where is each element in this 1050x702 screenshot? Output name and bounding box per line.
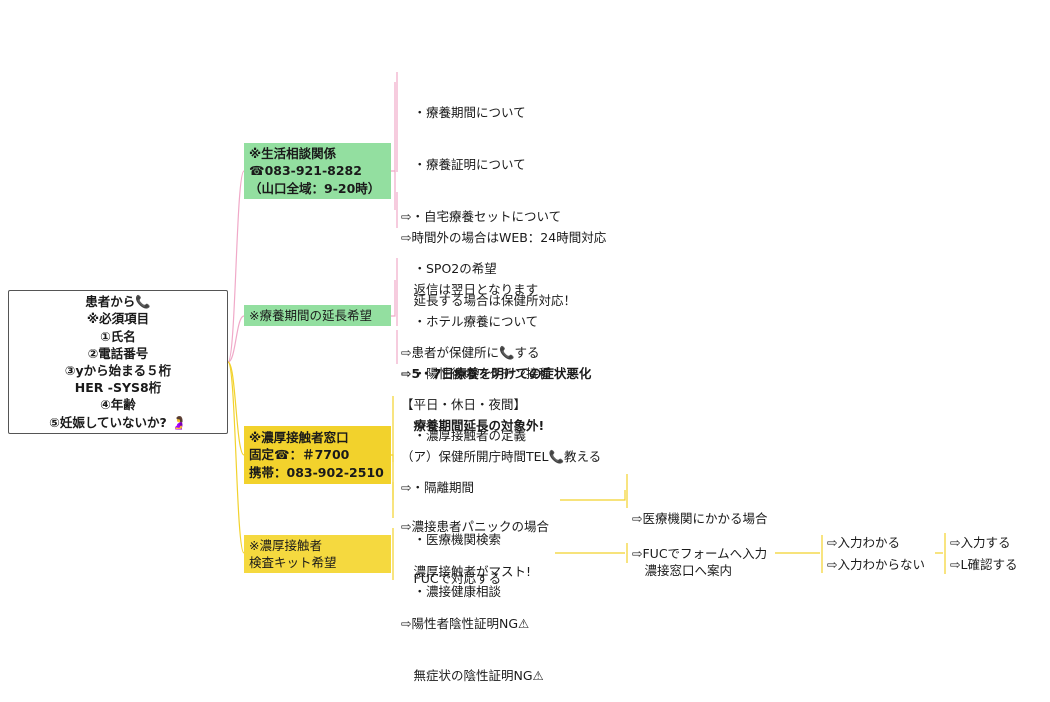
contact-box-mobile: 携帯：083-902-2510 xyxy=(249,464,384,480)
contact-medical-node: ⇨医療機関にかかる場合 濃接窓口へ案内 xyxy=(632,475,767,597)
life-box-hours: （山口全域：9-20時） xyxy=(249,180,381,196)
contact-box-title: ※濃厚接触者窓口 xyxy=(249,429,349,445)
panic-line: ⇨濃接患者パニックの場合 xyxy=(401,518,549,534)
life-topic-item: ・療養証明について xyxy=(401,157,526,173)
kit-box-line: ※濃厚接触者 xyxy=(249,537,322,553)
medical-line: 濃接窓口へ案内 xyxy=(632,563,733,579)
root-to-contact-connector xyxy=(227,361,245,456)
contact-topic-item: ・医療機関検索 xyxy=(401,532,502,548)
kit-requirement-line: ⇨陽性者陰性証明NG⚠ xyxy=(401,616,530,632)
life-consultation-box: ※生活相談関係 ☎083-921-8282 （山口全域：9-20時） xyxy=(244,143,391,199)
extension-info-line: （ア）保健所開庁時間TEL📞教える xyxy=(401,449,602,465)
contact-topic-item: ⇨・隔離期間 xyxy=(401,480,474,496)
extension-info-line: ⇨患者が保健所に📞する xyxy=(401,345,540,361)
kit-box-line: 検査キット希望 xyxy=(249,555,337,570)
contact-topics-list: ・濃厚接触者の定義 ⇨・隔離期間 ・医療機関検索 ・濃接健康相談 xyxy=(401,392,526,618)
after-hours-line: ⇨時間外の場合はWEB：24時間対応 xyxy=(401,229,607,245)
life-topics-list: ・療養期間について ・療養証明について ⇨・自宅療養セットについて ・SPO2の… xyxy=(401,69,561,400)
extension-warning-line: ⇨5・7日療養を明けての症状悪化 xyxy=(401,365,592,381)
life-topic-item: ・療養期間について xyxy=(401,104,526,120)
close-contact-window-box: ※濃厚接触者窓口 固定☎：＃7700 携帯：083-902-2510 xyxy=(244,426,391,484)
root-line-hersys: HER -SYS8桁 xyxy=(74,380,162,396)
cannot-input-node: ⇨入力わからない xyxy=(827,557,925,572)
root-to-life-connector xyxy=(227,170,245,363)
do-input-node: ⇨入力する xyxy=(950,535,1011,550)
panic-to-medical-connector xyxy=(560,490,626,501)
root-line-phone: ②電話番号 xyxy=(87,345,149,361)
extension-warning-line: 療養期間延長の対象外! xyxy=(401,418,545,434)
contact-topic-item: ・濃厚接触者の定義 xyxy=(401,427,527,443)
extension-warning: ⇨5・7日療養を明けての症状悪化 療養期間延長の対象外! xyxy=(401,330,591,452)
root-line-caller: 患者から📞 xyxy=(85,294,151,310)
life-topic-item: ⇨・自宅療養セットについて xyxy=(401,209,562,225)
life-box-title: ※生活相談関係 xyxy=(249,145,337,161)
connector-lines xyxy=(227,72,946,580)
root-line-pregnancy: ⑤妊娠していないか? 🤰 xyxy=(49,414,187,430)
after-hours-line: 返信は翌日となります xyxy=(401,282,539,298)
life-afterhours-bracket xyxy=(394,171,398,228)
extension-box-label: ※療養期間の延長希望 xyxy=(249,307,372,323)
kit-requirements-list: 濃厚接触者がマスト! ⇨陽性者陰性証明NG⚠ 無症状の陰性証明NG⚠ xyxy=(401,528,544,702)
contact-topic-item: ・濃接健康相談 xyxy=(401,584,502,600)
extension-info-line: 延長する場合は保健所対応！ xyxy=(401,292,577,308)
extension-info-line: 【平日・休日・夜間】 xyxy=(401,397,527,413)
root-to-extension-connector xyxy=(227,315,245,363)
kit-requirement-line: 無症状の陰性証明NG⚠ xyxy=(401,668,544,684)
root-line-id: ③yから始まる５桁 xyxy=(64,363,172,378)
extension-to-info-connector xyxy=(390,280,396,317)
test-kit-request-box: ※濃厚接触者 検査キット希望 xyxy=(244,535,391,573)
life-after-hours: ⇨時間外の場合はWEB：24時間対応 返信は翌日となります xyxy=(401,194,606,316)
extension-info-list: 延長する場合は保健所対応！ ⇨患者が保健所に📞する 【平日・休日・夜間】 （ア）… xyxy=(401,257,601,483)
contact-to-panic-connector xyxy=(390,454,394,500)
l-confirm-node: ⇨L確認する xyxy=(950,557,1018,572)
contact-box-landline: 固定☎：＃7700 xyxy=(249,447,350,463)
root-line-name: ①氏名 xyxy=(100,328,136,344)
contact-panic-node: ⇨濃接患者パニックの場合 FUCで対応する xyxy=(401,483,549,605)
medical-line: ⇨医療機関にかかる場合 xyxy=(632,510,768,526)
root-line-age: ④年齢 xyxy=(100,397,136,413)
life-topic-item: ・ホテル療養について xyxy=(401,313,539,329)
extension-request-box: ※療養期間の延長希望 xyxy=(244,305,391,326)
root-line-required: ※必須項目 xyxy=(86,311,150,327)
life-box-phone: ☎083-921-8282 xyxy=(249,163,362,179)
life-topic-item: ・陽性後のワクチン接種 xyxy=(401,365,552,381)
can-input-node: ⇨入力わかる xyxy=(827,535,900,550)
kit-requirement-line: 濃厚接触者がマスト! xyxy=(401,563,532,579)
life-topic-item: ・SPO2の希望 xyxy=(401,261,497,277)
root-node-caller-checklist: 患者から📞 ※必須項目 ①氏名 ②電話番号 ③yから始まる５桁 HER -SYS… xyxy=(8,290,228,434)
panic-line: FUCで対応する xyxy=(401,571,502,587)
fuc-form-node: ⇨FUCでフォームへ入力 xyxy=(632,546,768,561)
root-to-kit-connector xyxy=(227,361,245,554)
